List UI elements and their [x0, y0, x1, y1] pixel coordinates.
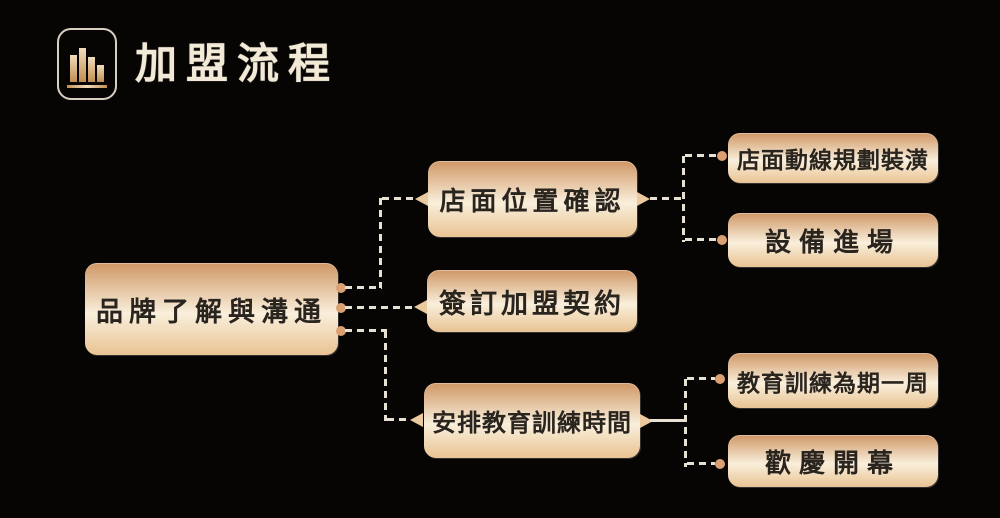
node-location-confirmation: 店面位置確認 [428, 161, 637, 237]
chart-bar [97, 65, 104, 82]
edge-root-m1-line [379, 198, 382, 288]
edge-m3-r4-line [687, 462, 715, 465]
node-one-week-training: 教育訓練為期一周 [728, 353, 938, 408]
edge-root-m3-line [345, 329, 387, 332]
edge-m3-r3-dot [715, 374, 725, 384]
node-training-schedule: 安排教育訓練時間 [424, 383, 640, 458]
edge-root-m3-dot [336, 326, 346, 336]
edge-m1-line [650, 197, 684, 200]
chart-bar [79, 48, 86, 82]
edge-m1-r1-dot [717, 151, 727, 161]
edge-m3-r3-line [687, 377, 715, 380]
edge-m1-r2-dot [717, 235, 727, 245]
edge-root-m3-line [384, 331, 387, 421]
edge-m3-line [684, 379, 687, 467]
edge-m1-out-arrow-icon [637, 192, 650, 206]
node-grand-opening: 歡慶開幕 [728, 435, 938, 487]
node-equipment-entry: 設備進場 [728, 213, 938, 267]
edge-root-m1-dot [336, 283, 346, 293]
edge-m1-line [682, 156, 685, 242]
edge-root-m1-arrow-icon [415, 192, 428, 206]
chart-baseline [67, 85, 107, 88]
edge-root-m2-arrow-icon [414, 300, 427, 314]
edge-root-m3-line [387, 418, 411, 421]
bar-chart-icon [57, 28, 117, 100]
edge-root-m1-line [345, 286, 382, 289]
edge-m1-r2-line [685, 238, 717, 241]
edge-root-m3-arrow-icon [410, 413, 423, 427]
edge-m1-r1-line [685, 154, 717, 157]
edge-m3-line [650, 419, 687, 422]
node-sign-contract: 簽訂加盟契約 [427, 270, 637, 332]
bar-chart-bars [70, 46, 104, 82]
chart-bar [70, 55, 77, 82]
page-title: 加盟流程 [135, 39, 340, 88]
chart-bar [88, 57, 95, 82]
edge-m3-r4-dot [715, 459, 725, 469]
edge-root-m2-dot [336, 303, 346, 313]
edge-root-m2-line [345, 306, 415, 309]
node-layout-decoration: 店面動線規劃裝潢 [728, 133, 938, 183]
edge-root-m1-line [382, 197, 416, 200]
edge-m3-out-arrow-icon [640, 414, 653, 428]
node-brand-communication: 品牌了解與溝通 [85, 263, 338, 355]
